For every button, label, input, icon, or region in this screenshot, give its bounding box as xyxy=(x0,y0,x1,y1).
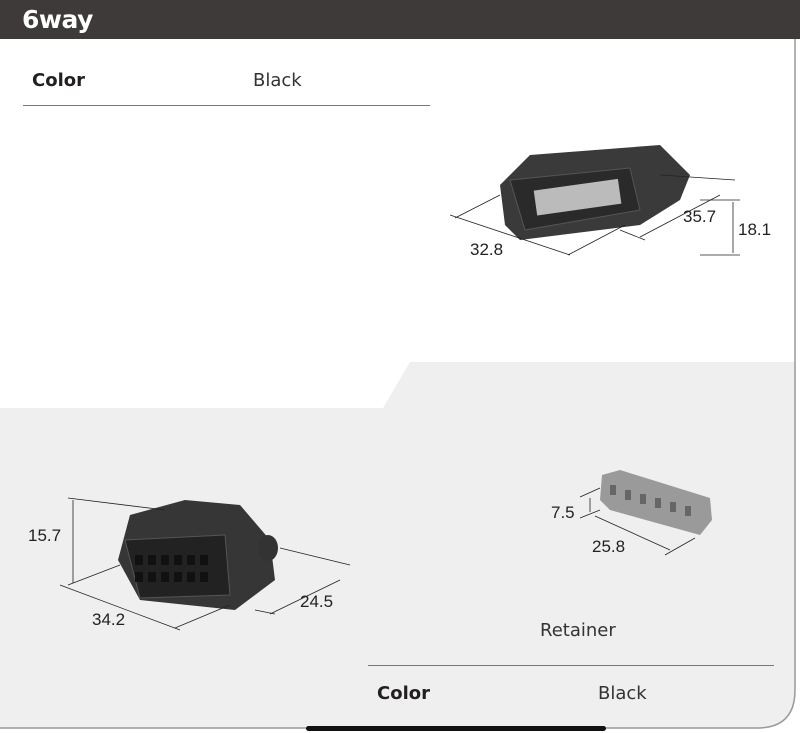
header-bar: 6way xyxy=(0,0,800,39)
divider xyxy=(23,105,430,106)
plug-connector-image xyxy=(449,145,740,256)
retainer-image xyxy=(579,470,712,556)
plug-dim-width: 32.8 xyxy=(470,240,504,259)
retainer-dim-width: 25.8 xyxy=(592,537,626,556)
retainer-dim-height: 7.5 xyxy=(551,503,575,522)
receptacle-dim-width: 34.2 xyxy=(92,610,126,629)
home-indicator[interactable] xyxy=(306,726,606,731)
receptacle-dim-height: 15.7 xyxy=(28,526,62,545)
divider xyxy=(368,665,774,666)
receptacle-connector-image xyxy=(59,497,351,631)
receptacle-dim-length: 24.5 xyxy=(300,592,334,611)
retainer-name: Retainer xyxy=(540,620,616,641)
plug-color-label: Color xyxy=(32,70,85,91)
retainer-color-label: Color xyxy=(377,683,430,704)
plug-dim-height: 18.1 xyxy=(738,220,772,239)
plug-dim-length: 35.7 xyxy=(683,207,717,226)
page-title: 6way xyxy=(22,5,93,34)
plug-color-value: Black xyxy=(253,70,302,91)
retainer-color-value: Black xyxy=(598,683,647,704)
